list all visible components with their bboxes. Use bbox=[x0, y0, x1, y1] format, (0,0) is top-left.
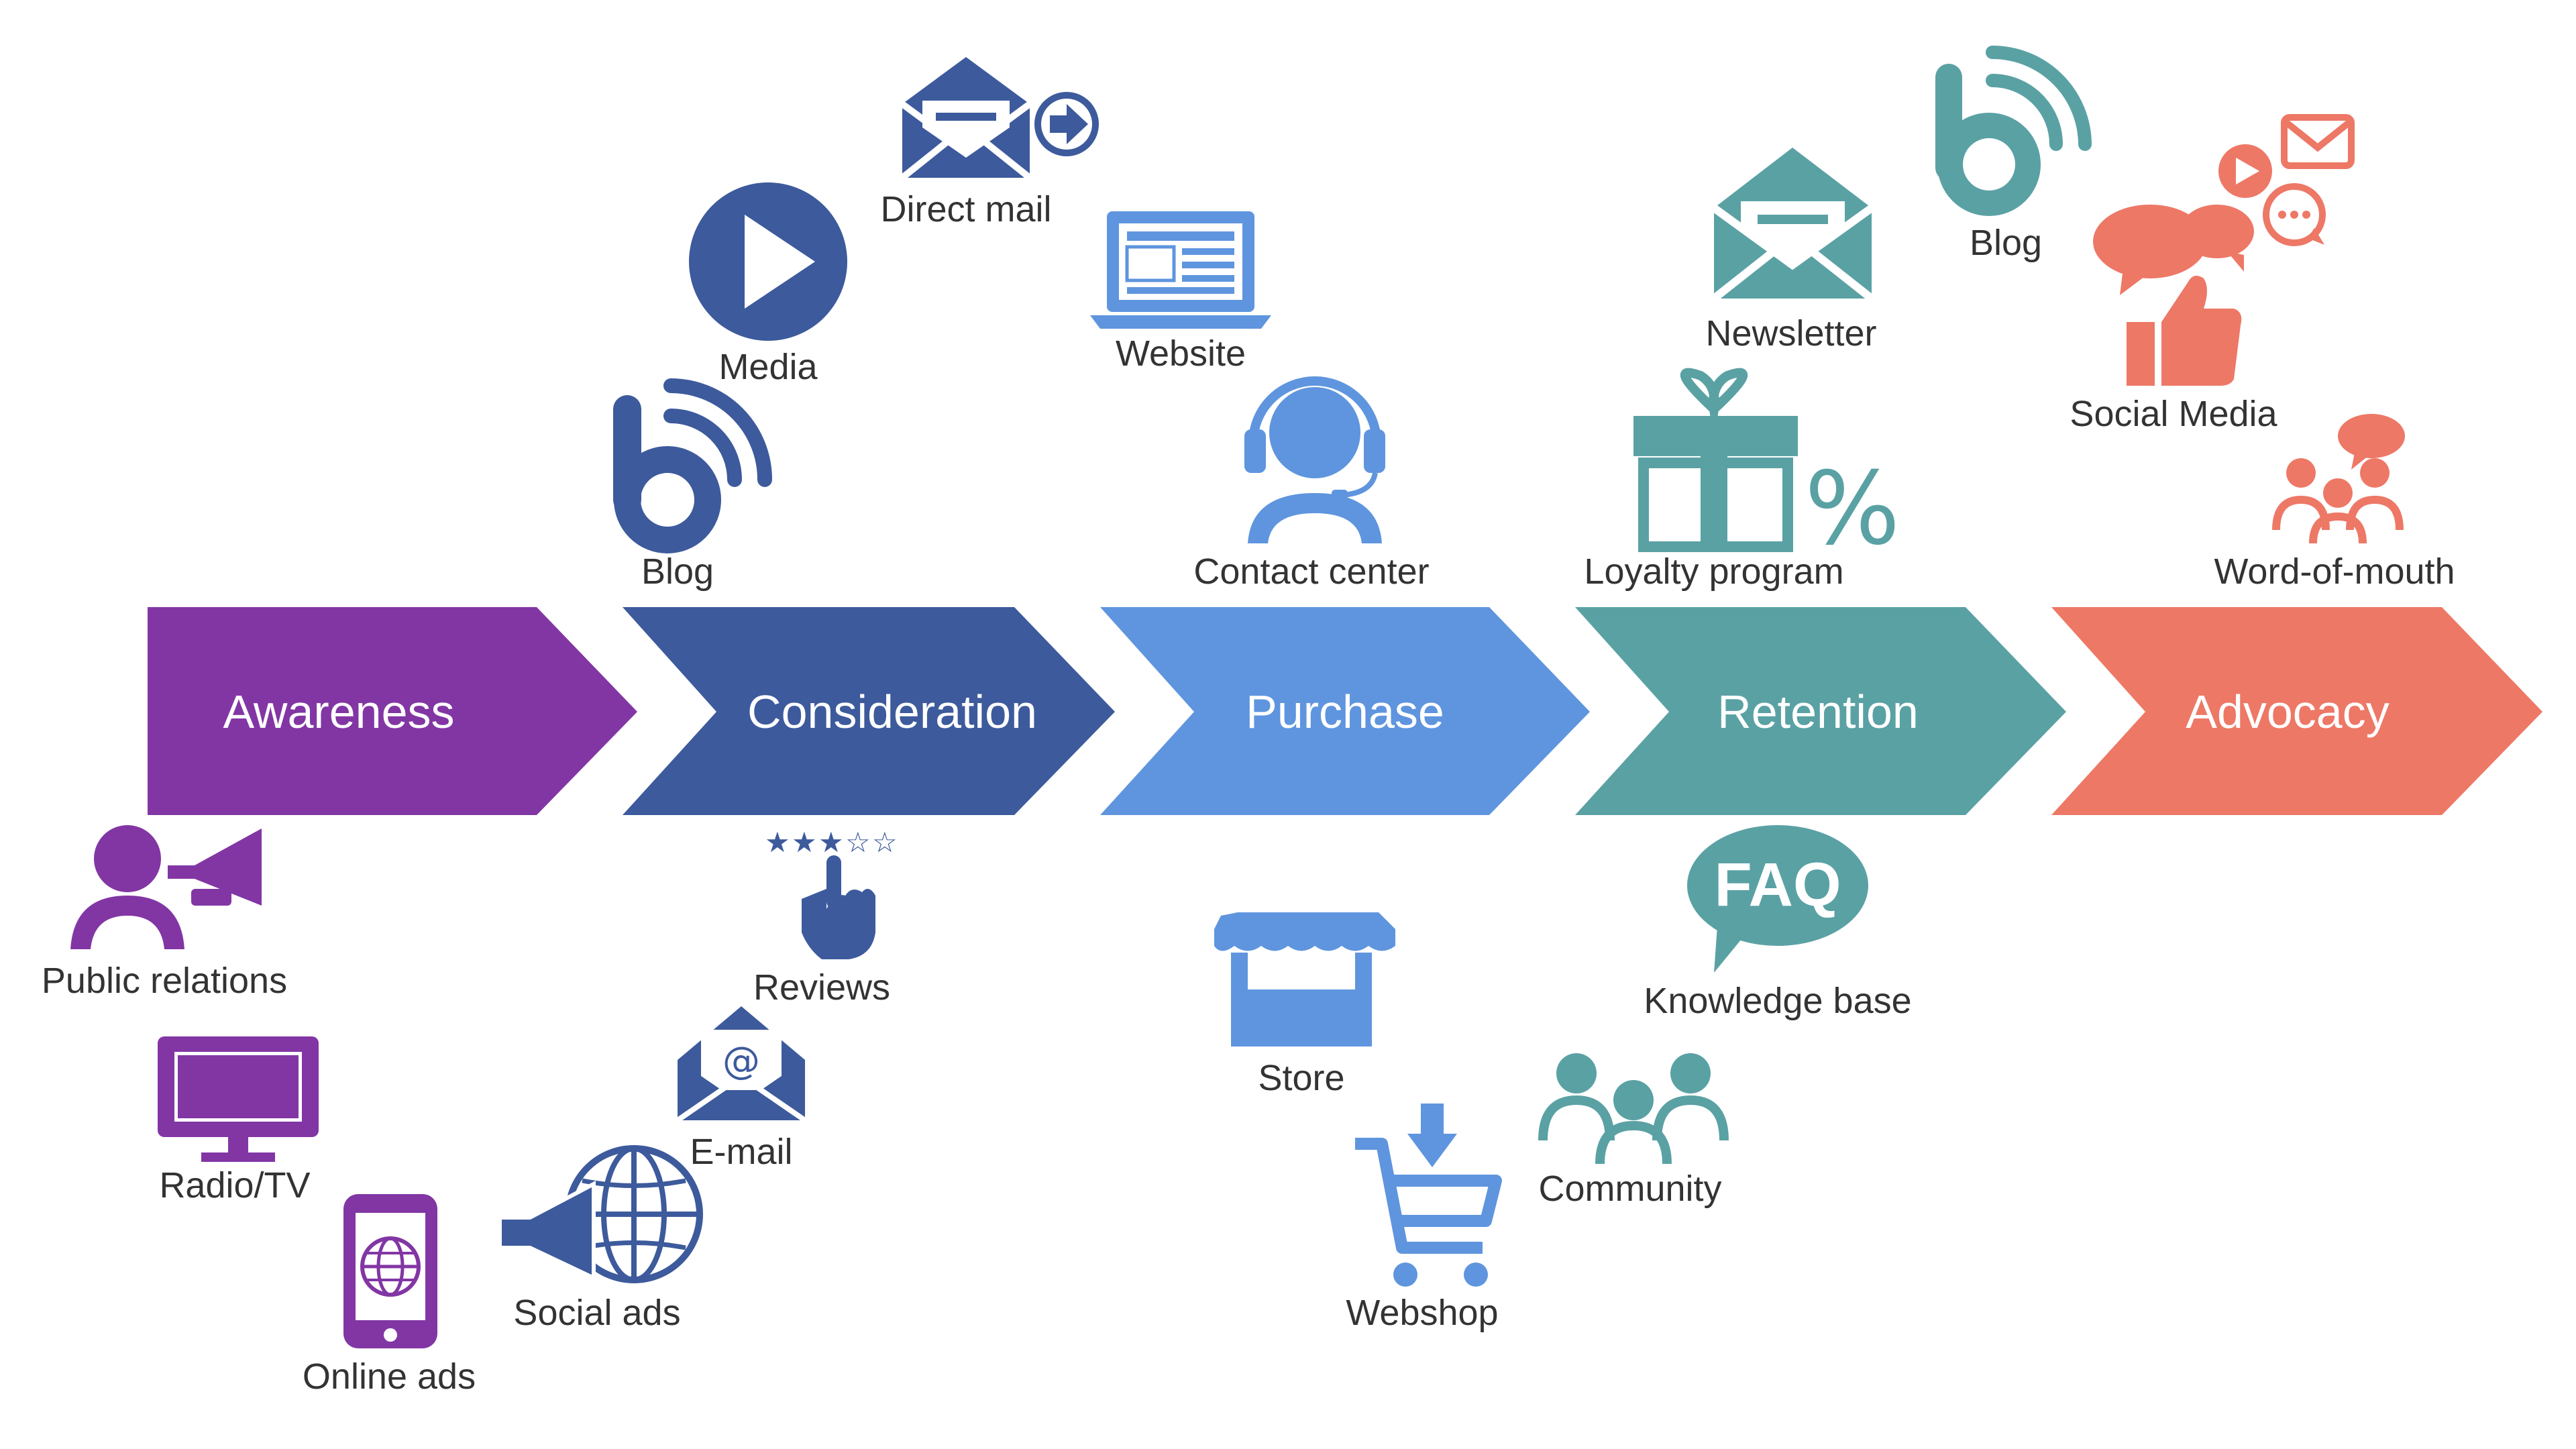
stage-advocacy-label: Advocacy bbox=[2186, 686, 2389, 738]
touchpoint-webshop: Webshop bbox=[1346, 1104, 1502, 1333]
play-icon bbox=[689, 182, 847, 341]
faq-bubble-icon: FAQ bbox=[1687, 825, 1868, 973]
stage-consideration-shape bbox=[623, 607, 1115, 815]
stage-advocacy-shape bbox=[2051, 607, 2542, 815]
online-ads-label: Online ads bbox=[303, 1356, 476, 1397]
social-ads-label: Social ads bbox=[513, 1293, 680, 1333]
media-label: Media bbox=[718, 347, 818, 387]
blog-advocacy-label: Blog bbox=[1970, 223, 2042, 263]
store-label: Store bbox=[1258, 1058, 1344, 1098]
social-media-label: Social Media bbox=[2070, 394, 2277, 434]
megaphone-person-icon bbox=[70, 825, 262, 949]
touchpoint-website: Website bbox=[1090, 211, 1271, 374]
stage-awareness: Awareness bbox=[148, 607, 637, 815]
touchpoint-blog-advocacy: Blog bbox=[1935, 46, 2092, 263]
tv-icon bbox=[158, 1036, 319, 1162]
stage-retention-shape bbox=[1575, 607, 2066, 815]
word-of-mouth-label: Word-of-mouth bbox=[2214, 551, 2455, 592]
store-icon bbox=[1214, 912, 1395, 1046]
touchpoint-store: Store bbox=[1214, 912, 1395, 1098]
mail-arrow-icon bbox=[900, 57, 1099, 180]
knowledge-base-label: Knowledge base bbox=[1644, 981, 1911, 1021]
touchpoint-community: Community bbox=[1538, 1053, 1729, 1209]
people-icon bbox=[1538, 1053, 1729, 1165]
star-5-icon: ☆ bbox=[872, 826, 898, 859]
touchpoint-word-of-mouth: Word-of-mouth bbox=[2214, 414, 2455, 592]
email-label: E-mail bbox=[690, 1132, 792, 1172]
globe-megaphone-icon bbox=[498, 1145, 703, 1283]
blog-consideration-label: Blog bbox=[641, 551, 714, 592]
star-3-icon: ★ bbox=[818, 826, 844, 859]
blog-icon bbox=[1935, 46, 2092, 216]
touchpoint-online-ads: Online ads bbox=[303, 1194, 476, 1397]
laptop-icon bbox=[1090, 211, 1271, 329]
envelope-icon bbox=[1711, 148, 1874, 302]
star-4-icon: ☆ bbox=[845, 826, 871, 859]
email-icon: @ bbox=[676, 1006, 807, 1123]
webshop-label: Webshop bbox=[1346, 1293, 1498, 1333]
rating-hand-icon: ★ ★ ★ ☆ ☆ bbox=[765, 826, 898, 959]
stage-purchase-shape bbox=[1100, 607, 1590, 815]
percent-icon: % bbox=[1805, 451, 1900, 568]
at-sign-icon: @ bbox=[722, 1039, 760, 1083]
touchpoint-social-ads: Social ads bbox=[498, 1145, 703, 1333]
headset-icon bbox=[1244, 376, 1385, 543]
cart-icon bbox=[1355, 1104, 1502, 1287]
touchpoint-newsletter: Newsletter bbox=[1705, 148, 1877, 354]
touchpoint-blog-consideration: Blog bbox=[613, 378, 772, 592]
stage-consideration: Consideration bbox=[623, 607, 1115, 815]
touchpoint-knowledge-base: FAQ Knowledge base bbox=[1644, 825, 1912, 1021]
smartphone-icon bbox=[343, 1194, 437, 1348]
reviews-label: Reviews bbox=[753, 967, 890, 1008]
touchpoint-loyalty-program: % Loyalty program bbox=[1584, 368, 1900, 592]
blog-icon bbox=[613, 378, 772, 553]
community-label: Community bbox=[1538, 1169, 1721, 1209]
stage-awareness-label: Awareness bbox=[223, 686, 454, 738]
touchpoint-contact-center: Contact center bbox=[1193, 376, 1430, 592]
stage-consideration-label: Consideration bbox=[747, 686, 1037, 738]
stage-retention: Retention bbox=[1575, 607, 2066, 815]
website-label: Website bbox=[1116, 333, 1246, 374]
stage-advocacy: Advocacy bbox=[2051, 607, 2542, 815]
public-relations-label: Public relations bbox=[42, 961, 287, 1001]
touchpoint-radio-tv: Radio/TV bbox=[158, 1036, 319, 1205]
faq-text: FAQ bbox=[1714, 851, 1841, 919]
stage-purchase: Purchase bbox=[1100, 607, 1590, 815]
stage-awareness-shape bbox=[148, 607, 637, 815]
contact-center-label: Contact center bbox=[1193, 551, 1429, 592]
touchpoint-media: Media bbox=[689, 182, 847, 387]
touchpoint-email: @ E-mail bbox=[676, 1006, 807, 1172]
touchpoint-reviews: ★ ★ ★ ☆ ☆ Reviews bbox=[753, 826, 898, 1008]
touchpoint-direct-mail: Direct mail bbox=[880, 57, 1099, 229]
touchpoint-social-media: Social Media bbox=[2070, 114, 2355, 434]
stage-purchase-label: Purchase bbox=[1246, 686, 1444, 738]
loyalty-program-label: Loyalty program bbox=[1584, 551, 1843, 592]
people-talk-icon bbox=[2272, 414, 2405, 544]
direct-mail-label: Direct mail bbox=[880, 189, 1051, 229]
newsletter-label: Newsletter bbox=[1705, 313, 1876, 354]
touchpoint-public-relations: Public relations bbox=[42, 825, 287, 1001]
star-1-icon: ★ bbox=[765, 826, 790, 859]
thumbs-up-chat-icon bbox=[2093, 114, 2355, 386]
gift-percent-icon: % bbox=[1633, 368, 1900, 568]
radio-tv-label: Radio/TV bbox=[159, 1165, 310, 1205]
stage-retention-label: Retention bbox=[1717, 686, 1919, 738]
star-2-icon: ★ bbox=[792, 826, 817, 859]
